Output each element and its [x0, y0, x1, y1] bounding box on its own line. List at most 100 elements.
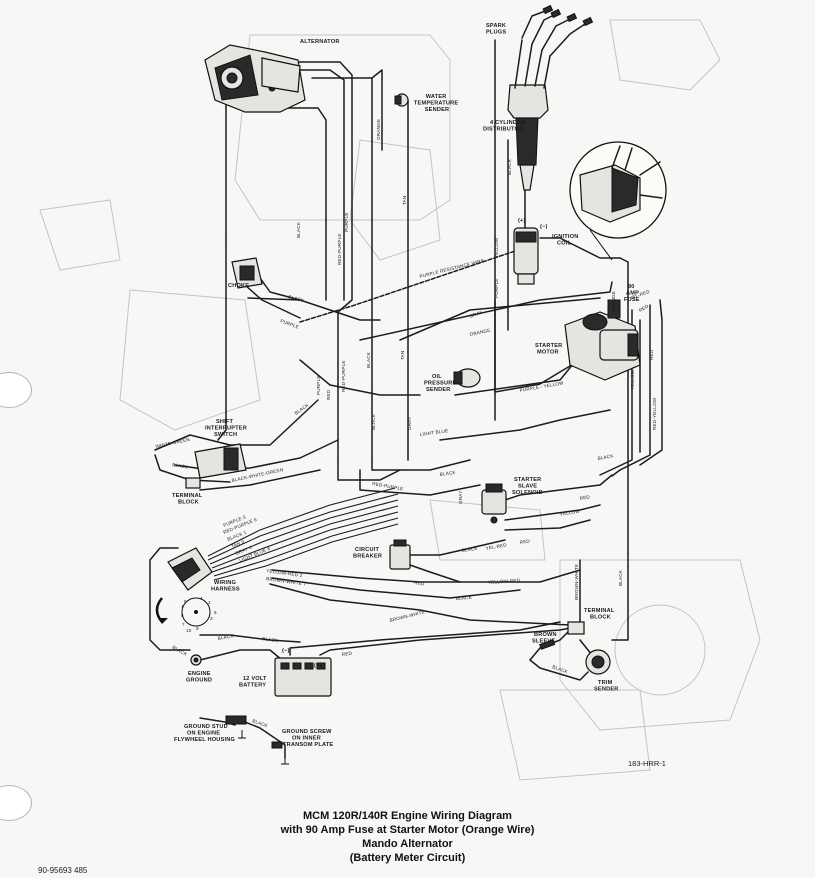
starter-slave-solenoid	[481, 483, 507, 524]
brown-sleeve	[539, 639, 556, 650]
svg-text:BROWN-WHITE: BROWN-WHITE	[574, 564, 579, 600]
choke-label: CHOKE	[228, 283, 249, 289]
svg-text:YELLOW: YELLOW	[494, 237, 499, 258]
engine-ground	[190, 654, 202, 666]
shift-interrupter-switch	[194, 443, 247, 479]
svg-text:BLACK: BLACK	[371, 413, 376, 430]
svg-text:TAN: TAN	[402, 196, 407, 205]
fuse-inset	[569, 141, 667, 261]
svg-text:PURPLE: PURPLE	[280, 318, 300, 329]
svg-text:LIGHT BLUE: LIGHT BLUE	[419, 428, 448, 437]
terminal-block-left-label: TERMINAL BLOCK	[172, 493, 204, 506]
svg-text:RED: RED	[579, 494, 590, 501]
terminal-block-left	[185, 477, 201, 489]
ground-screw-label: GROUND SCREW ON INNER TRANSOM PLATE	[282, 729, 333, 748]
fuse-label: 90 AMP FUSE	[624, 284, 641, 303]
terminal-block-right-label: TERMINAL BLOCK	[584, 608, 616, 621]
svg-text:BLACK: BLACK	[618, 569, 623, 586]
coil-minus-label: (−)	[540, 224, 548, 230]
svg-text:BLACK: BLACK	[288, 294, 306, 303]
svg-text:YELLOW-RED 2: YELLOW-RED 2	[266, 568, 303, 578]
svg-text:GRAY 4: GRAY 4	[235, 545, 253, 556]
svg-text:10: 10	[186, 628, 192, 633]
svg-text:RED: RED	[519, 538, 530, 545]
ground-screw	[271, 741, 289, 765]
svg-text:6: 6	[184, 599, 187, 604]
svg-text:ORANGE: ORANGE	[376, 119, 381, 140]
wires	[149, 39, 663, 759]
spark-plugs	[521, 4, 594, 57]
svg-text:YEL-RED: YEL-RED	[485, 542, 507, 551]
water-temp-sender-label: WATER TEMPERATURE SENDER	[414, 94, 460, 113]
svg-text:RED: RED	[341, 651, 352, 657]
coil-plus-label: (+)	[518, 218, 526, 224]
distributor-label: 4 CYLINDER DISTRIBUTOR	[483, 120, 527, 133]
svg-text:9: 9	[196, 626, 199, 631]
caption-line-2: with 90 Amp Fuse at Starter Motor (Orang…	[280, 824, 535, 836]
caption-line-3: Mando Alternator	[362, 838, 453, 850]
water-temp-sender	[394, 93, 409, 107]
terminal-block-right	[567, 621, 585, 635]
ground-stud-label: GROUND STUD ON ENGINE FLYWHEEL HOUSING	[174, 724, 235, 743]
svg-text:ORANGE: ORANGE	[469, 328, 491, 337]
harness-pin-diagram	[155, 597, 211, 627]
figure-id: 183-HRR-1	[628, 759, 666, 768]
svg-text:BLACK: BLACK	[296, 221, 301, 238]
brown-sleeve-label: BROWN SLEEVE	[532, 632, 559, 645]
svg-text:YELLOW: YELLOW	[630, 369, 635, 390]
svg-text:4: 4	[200, 596, 203, 601]
document-number: 90-95693 485	[38, 866, 88, 875]
alternator-label: ALTERNATOR	[300, 39, 340, 45]
battery	[274, 657, 332, 697]
svg-text:PURPLE: PURPLE	[344, 212, 349, 232]
circuit-breaker-label: CIRCUIT BREAKER	[353, 547, 382, 560]
circuit-breaker	[389, 539, 411, 570]
ignition-coil-label: IGNITION COIL	[552, 234, 580, 247]
svg-text:RED-PURPLE: RED-PURPLE	[341, 360, 346, 392]
svg-text:BLACK: BLACK	[461, 546, 478, 553]
trim-sender-label: TRIM SENDER	[594, 680, 619, 693]
svg-text:RED-YELLOW: RED-YELLOW	[652, 397, 657, 430]
svg-text:BLACK: BLACK	[262, 636, 279, 643]
wiring-harness-label: WIRING HARNESS	[211, 580, 240, 593]
wiring-harness-plug	[167, 547, 213, 591]
svg-text:8: 8	[181, 613, 184, 618]
svg-text:GRAY: GRAY	[469, 310, 483, 319]
caption-line-1: MCM 120R/140R Engine Wiring Diagram	[303, 810, 512, 822]
svg-text:BLACK: BLACK	[217, 633, 234, 641]
battery-minus-label: (−)	[282, 648, 290, 654]
svg-text:RED: RED	[414, 580, 425, 586]
svg-text:TAN: TAN	[400, 351, 405, 360]
svg-text:2: 2	[208, 600, 211, 605]
svg-text:BLACK: BLACK	[552, 664, 569, 674]
svg-text:YELLOW: YELLOW	[559, 508, 580, 517]
svg-text:7: 7	[182, 622, 185, 627]
starter-motor	[564, 299, 641, 381]
svg-text:GRAY: GRAY	[407, 417, 412, 430]
svg-text:RED: RED	[326, 389, 331, 400]
component-labels: ALTERNATOR SPARK PLUGS WATER TEMPERATURE…	[172, 23, 641, 748]
starter-slave-solenoid-label: STARTER SLAVE SOLENOID	[512, 477, 543, 496]
svg-text:YELLOW-RED: YELLOW-RED	[488, 578, 521, 585]
harness-pin-numbers: 1 2 3 4 5 6 7 8 9 10	[181, 596, 217, 633]
svg-text:PURPLE: PURPLE	[316, 375, 321, 395]
svg-text:1: 1	[181, 604, 184, 609]
trim-sender	[585, 649, 611, 675]
starter-motor-label: STARTER MOTOR	[535, 343, 564, 356]
svg-text:RED-PURPLE: RED-PURPLE	[372, 481, 404, 491]
svg-text:BROWN-WHITE: BROWN-WHITE	[389, 609, 425, 623]
svg-text:5: 5	[214, 610, 217, 615]
svg-text:BLACK: BLACK	[252, 718, 269, 728]
svg-text:PURPLE RESISTANCE WIRE: PURPLE RESISTANCE WIRE	[419, 258, 485, 279]
svg-text:WHITE-GREEN: WHITE-GREEN	[155, 437, 190, 449]
caption-line-4: (Battery Meter Circuit)	[349, 852, 466, 864]
svg-text:PURPLE: PURPLE	[494, 278, 499, 298]
svg-text:BLACK: BLACK	[172, 462, 189, 470]
svg-text:BLACK: BLACK	[172, 645, 189, 658]
battery-label: 12 VOLT BATTERY	[239, 676, 268, 689]
choke	[231, 257, 263, 289]
svg-text:RED-PURPLE: RED-PURPLE	[337, 233, 342, 265]
svg-text:TAN 9: TAN 9	[231, 539, 246, 549]
svg-text:BLACK: BLACK	[507, 158, 512, 175]
